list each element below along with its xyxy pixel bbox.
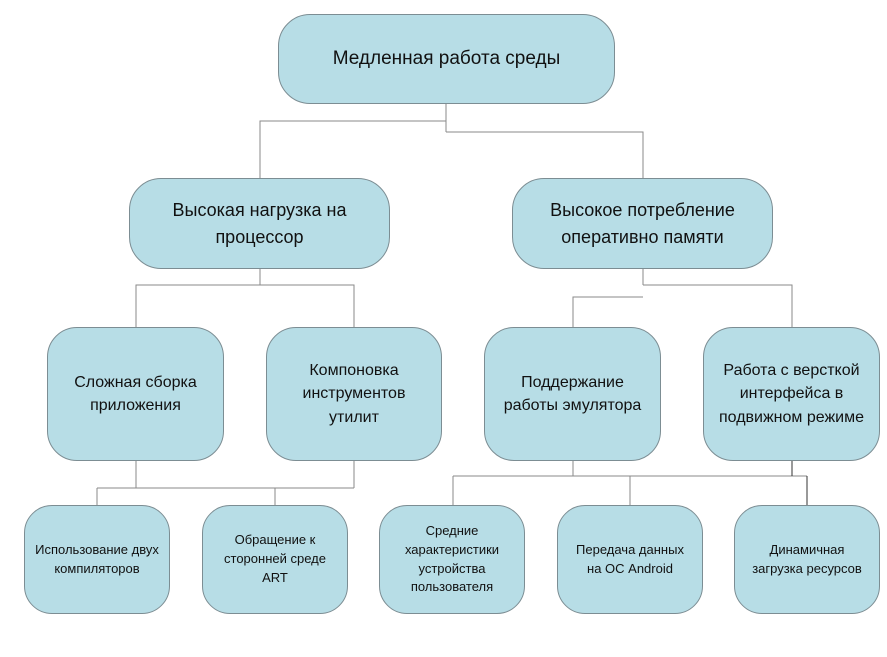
node-ram-usage: Высокое потребление оперативно памяти: [512, 178, 773, 269]
connector-root-cpu: [259, 120, 446, 178]
node-art-runtime: Обращение к сторонней среде ART: [202, 505, 348, 614]
node-root: Медленная работа среды: [278, 14, 615, 104]
connector-ram-emu: [572, 296, 643, 327]
node-emulator: Поддержание работы эмулятора: [484, 327, 661, 461]
connector-cpu-build: [135, 284, 260, 327]
node-complex-build: Сложная сборка приложения: [47, 327, 224, 461]
node-cpu-load: Высокая нагрузка на процессор: [129, 178, 390, 269]
connector-ram-layout: [643, 284, 793, 327]
connector-root-ram: [446, 131, 644, 178]
node-live-layout: Работа с версткой интерфейса в подвижном…: [703, 327, 880, 461]
node-dynamic-loading: Динамичная загрузка ресурсов: [734, 505, 880, 614]
node-tools-assembly: Компоновка инструментов утилит: [266, 327, 442, 461]
connector-cpu-tools: [260, 284, 355, 327]
node-two-compilers: Использование двух компиляторов: [24, 505, 170, 614]
node-android-transfer: Передача данных на ОС Android: [557, 505, 703, 614]
node-device-specs: Средние характеристики устройства пользо…: [379, 505, 525, 614]
